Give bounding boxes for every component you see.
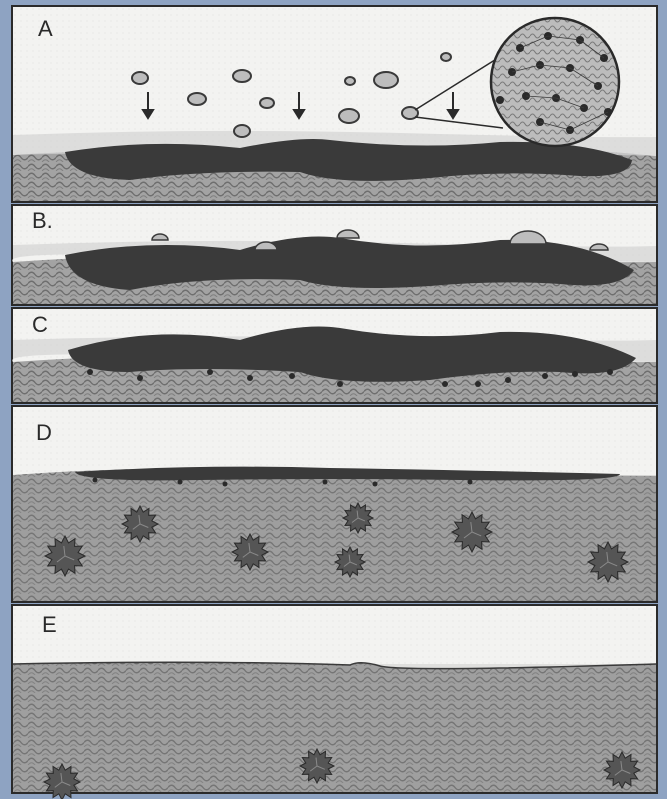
particle <box>260 98 274 108</box>
particle <box>441 53 451 61</box>
panel-d: D <box>12 406 657 602</box>
panel-c: C <box>12 308 657 403</box>
particle <box>234 125 250 137</box>
panel-label: B. <box>32 208 53 233</box>
panel-label: E <box>42 612 57 637</box>
bump <box>590 244 608 250</box>
bump <box>152 234 168 240</box>
particle <box>374 72 398 88</box>
panel-label: A <box>38 16 53 41</box>
panel-a: A <box>12 6 657 202</box>
particle <box>339 109 359 123</box>
panel-e: E <box>12 605 657 799</box>
particle <box>188 93 206 105</box>
panel-label: D <box>36 420 52 445</box>
particle <box>345 77 355 85</box>
panel-b: B. <box>12 205 657 305</box>
panel-label: C <box>32 312 48 337</box>
particle <box>132 72 148 84</box>
particle <box>233 70 251 82</box>
